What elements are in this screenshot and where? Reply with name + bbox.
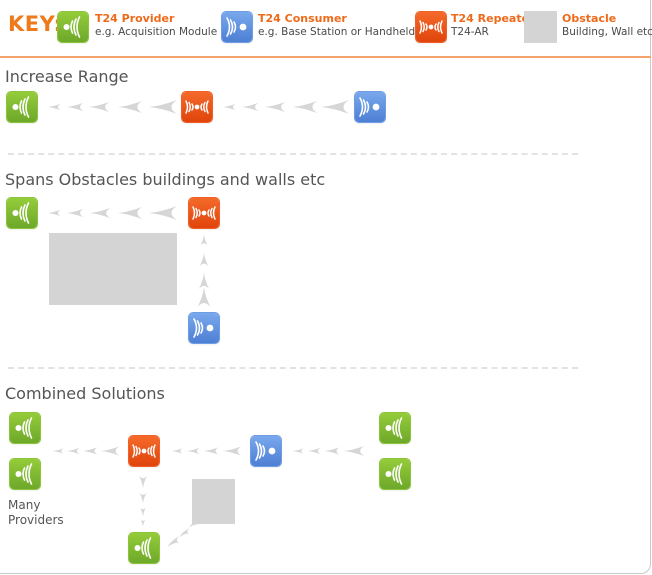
section-divider [8, 367, 578, 369]
key-obstacle-desc: Building, Wall etc [562, 26, 652, 38]
section-title-combined-solutions: Combined Solutions [5, 384, 165, 403]
signal-chevron-icon [66, 444, 80, 458]
signal-chevron-icon [66, 99, 84, 115]
signal-chevron-icon [117, 97, 143, 117]
signal-chevron-icon [171, 445, 183, 457]
signal-chevron-icon [200, 234, 208, 246]
signal-chevron-icon [343, 442, 365, 460]
provider-device [129, 533, 159, 563]
signal-chevron-icon [292, 445, 304, 457]
signal-chevron-icon [140, 519, 146, 527]
signal-chevron-icon [117, 203, 143, 223]
key-provider-title: T24 Provider [95, 12, 175, 25]
section-title-increase-range: Increase Range [5, 67, 129, 86]
signal-chevron-icon [47, 205, 61, 221]
provider-device [7, 198, 37, 228]
key-consumer-title: T24 Consumer [258, 12, 347, 25]
signal-chevron-icon [320, 97, 350, 117]
signal-chevron-icon [241, 99, 259, 115]
signal-chevron-icon [148, 97, 178, 117]
signal-chevron-icon [47, 99, 61, 115]
key-provider-desc: e.g. Acquisition Module [95, 26, 218, 38]
signal-chevron-icon [52, 445, 64, 457]
obstacle-building [192, 479, 235, 524]
key-repeater-title: T24 Repeater [451, 12, 535, 25]
provider-device [10, 459, 40, 489]
repeater-device [182, 92, 212, 122]
signal-chevron-icon [264, 98, 286, 116]
key-divider [0, 56, 651, 58]
signal-chevron-icon [222, 99, 236, 115]
provider-device [10, 413, 40, 443]
key-repeater-icon [416, 12, 446, 42]
section-title-spans-obstacles: Spans Obstacles buildings and walls etc [5, 170, 326, 189]
signal-chevron-icon [166, 535, 180, 549]
many-providers-line1: Many [8, 498, 41, 512]
consumer-device [189, 313, 219, 343]
signal-chevron-icon [88, 98, 110, 116]
signal-chevron-icon [222, 442, 242, 460]
signal-chevron-icon [148, 203, 178, 223]
provider-device [380, 413, 410, 443]
signal-chevron-icon [89, 204, 111, 222]
signal-chevron-icon [137, 475, 149, 489]
repeater-device [129, 436, 159, 466]
key-obstacle-swatch [524, 11, 557, 43]
key-obstacle-title: Obstacle [562, 12, 617, 25]
signal-chevron-icon [203, 443, 219, 459]
consumer-device [355, 92, 385, 122]
signal-chevron-icon [199, 252, 209, 267]
key-provider-icon [58, 12, 88, 42]
signal-chevron-icon [292, 97, 318, 117]
consumer-device [251, 436, 281, 466]
provider-device [7, 92, 37, 122]
signal-chevron-icon [66, 205, 84, 221]
signal-chevron-icon [186, 444, 200, 458]
signal-chevron-icon [324, 443, 340, 459]
signal-chevron-icon [139, 507, 147, 517]
key-label: KEY: [8, 12, 63, 36]
provider-device [380, 459, 410, 489]
signal-chevron-icon [196, 286, 212, 308]
key-consumer-icon [222, 12, 252, 42]
signal-chevron-icon [82, 443, 98, 459]
key-repeater-desc: T24-AR [451, 26, 489, 38]
signal-chevron-icon [307, 444, 321, 458]
section-divider [8, 153, 578, 155]
signal-chevron-icon [100, 442, 120, 460]
obstacle-building [49, 233, 177, 305]
many-providers-line2: Providers [8, 513, 64, 527]
signal-chevron-icon [138, 492, 148, 504]
key-consumer-desc: e.g. Base Station or Handheld [258, 26, 416, 38]
repeater-device [189, 198, 219, 228]
many-providers-label: Many Providers [8, 498, 64, 528]
